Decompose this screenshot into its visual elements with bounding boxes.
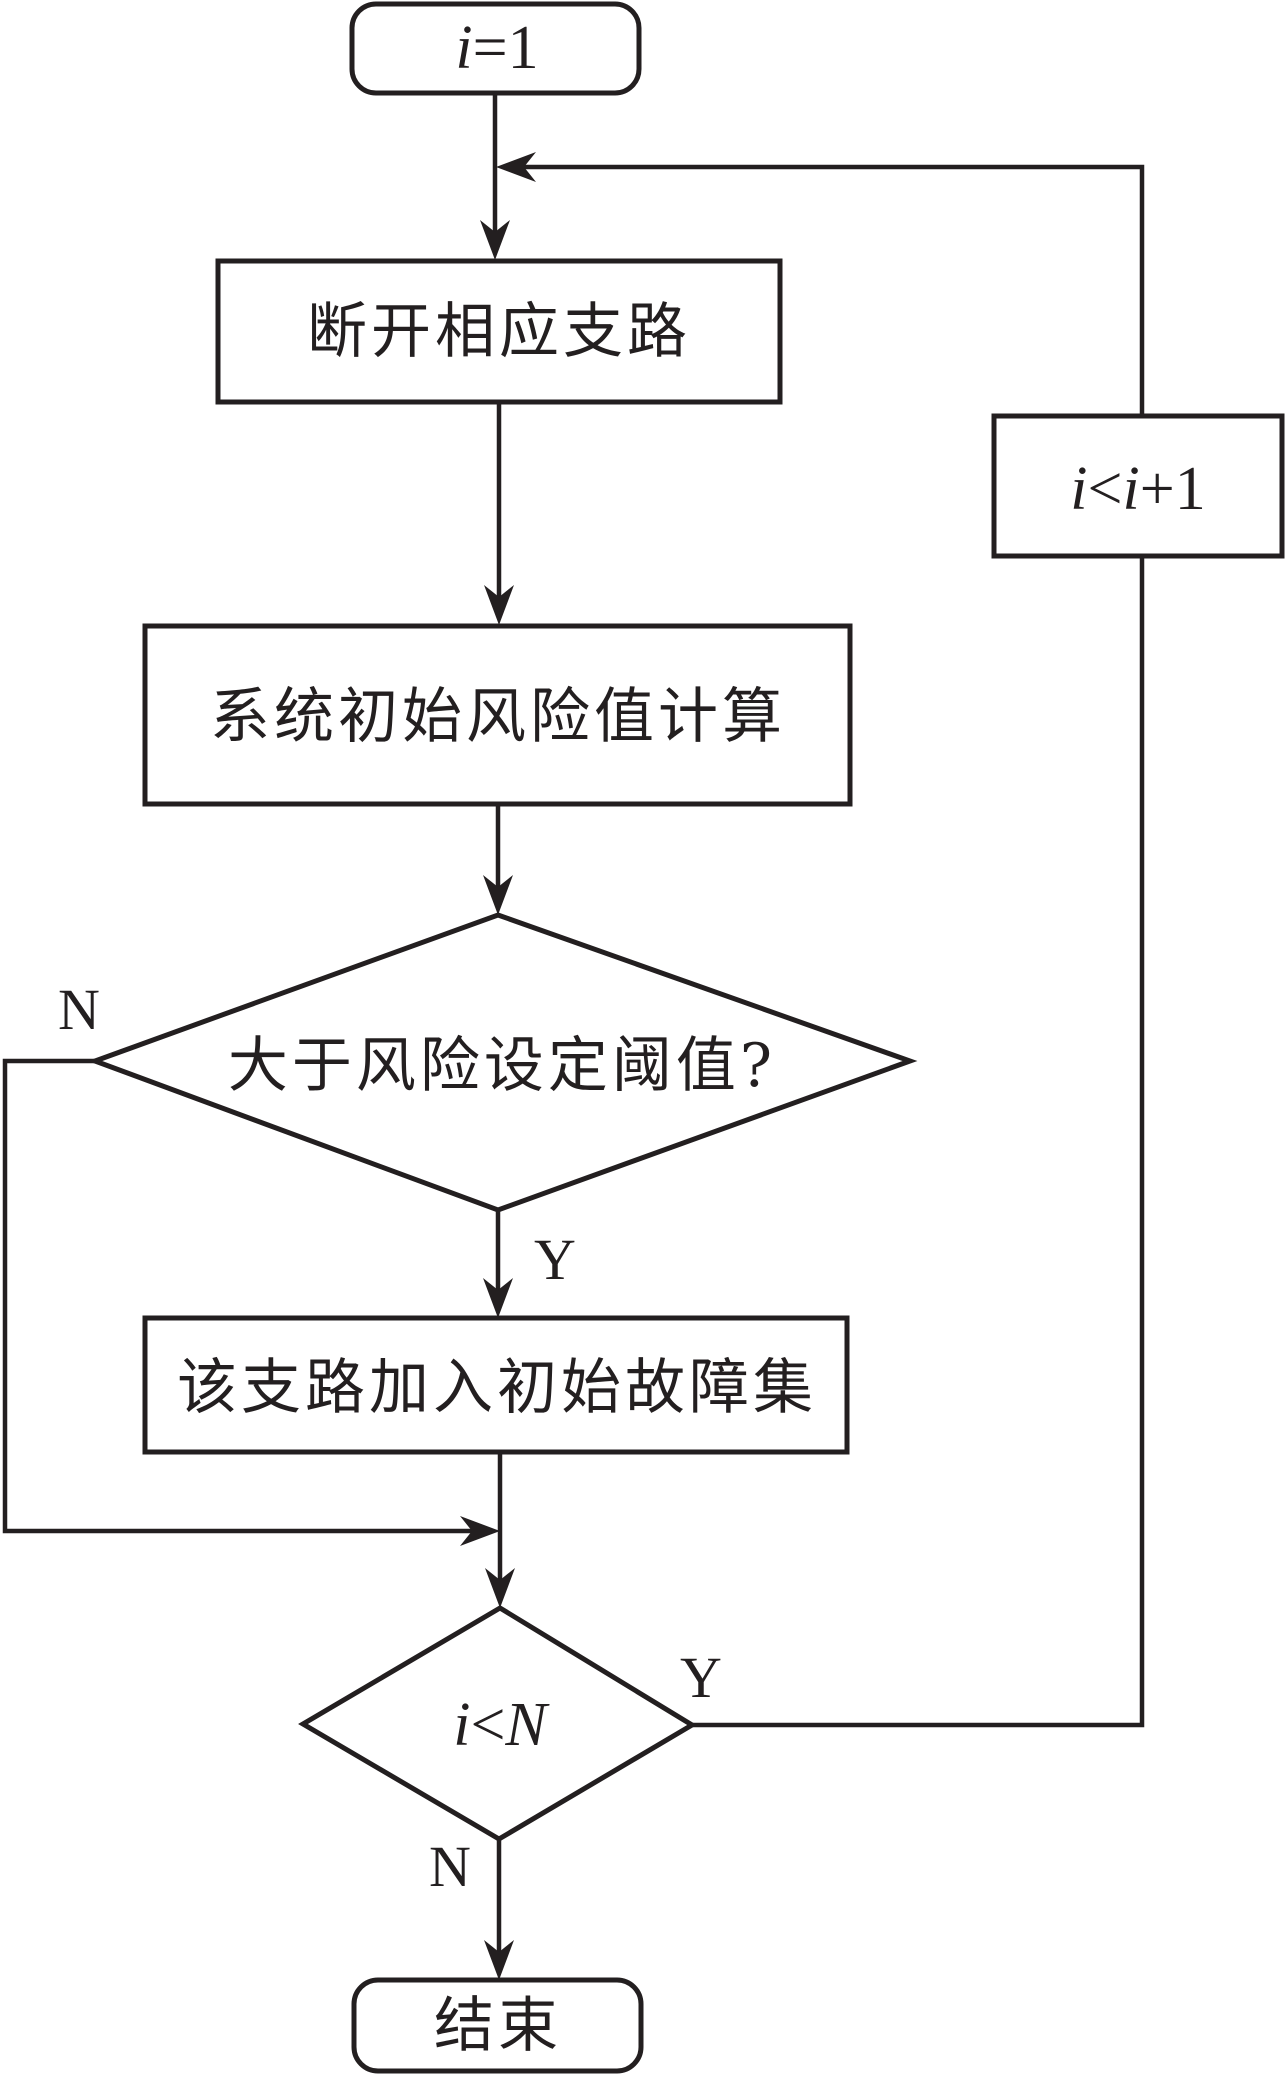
increment-label: i<i+1 — [1070, 455, 1205, 523]
threshold-decision-node: 大于风险设定阈值? — [87, 912, 918, 1213]
arrow-head-down — [485, 1568, 515, 1608]
arrow-head-left — [496, 152, 536, 182]
arrow-head-down — [484, 1940, 514, 1980]
arrow-head-right — [460, 1516, 500, 1546]
end-node: 结束 — [351, 1977, 644, 2074]
end-terminal-shape — [351, 1977, 644, 2074]
start-label: i=1 — [455, 14, 538, 82]
add-to-set-node: 该支路加入初始故障集 — [142, 1315, 850, 1455]
threshold-yes-label: Y — [534, 1227, 576, 1292]
open-branch-node: 断开相应支路 — [215, 258, 783, 405]
risk-calc-node: 系统初始风险值计算 — [142, 623, 853, 807]
arrow-head-down — [484, 585, 514, 625]
loop-decision-node: i<N — [298, 1605, 697, 1842]
loop-no-label: N — [429, 1834, 471, 1899]
arrow-head-down — [483, 1278, 513, 1318]
edge-increment-to-open — [515, 164, 1145, 416]
threshold-no-label: N — [58, 977, 100, 1042]
arrow-head-down — [480, 220, 510, 260]
arrow-head-down — [483, 875, 513, 915]
add-to-set-box — [142, 1315, 850, 1455]
edge-threshold-no — [2, 1058, 480, 1534]
start-node: i=1 — [349, 1, 642, 96]
edge-loop-yes — [692, 557, 1145, 1728]
add-to-set-label: 该支路加入初始故障集 — [177, 1353, 817, 1423]
increment-node: i<i+1 — [991, 413, 1285, 559]
loop-yes-label: Y — [680, 1645, 722, 1710]
increment-box — [991, 413, 1285, 559]
threshold-label: 大于风险设定阈值? — [228, 1031, 776, 1101]
open-branch-label: 断开相应支路 — [307, 297, 691, 367]
risk-calc-label: 系统初始风险值计算 — [210, 682, 786, 752]
loop-label: i<N — [453, 1691, 550, 1759]
end-label: 结束 — [434, 1991, 562, 2061]
